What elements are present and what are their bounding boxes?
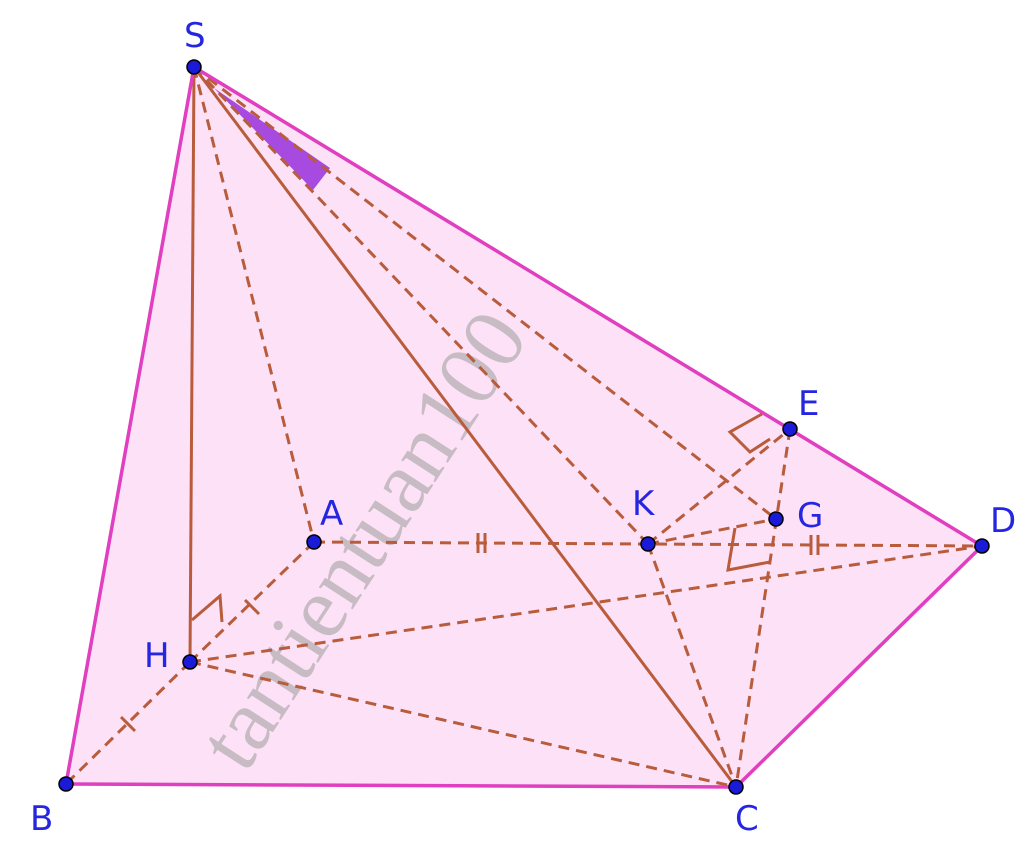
segment-hd bbox=[189, 544, 983, 664]
label-a: A bbox=[320, 494, 343, 534]
segment-sh bbox=[188, 66, 196, 663]
edge-cd bbox=[734, 544, 984, 789]
point-g bbox=[768, 511, 784, 527]
right-angle-e bbox=[727, 412, 771, 454]
hidden-edges bbox=[64, 65, 983, 789]
segment-sa bbox=[192, 66, 316, 543]
point-c bbox=[728, 779, 744, 795]
visible-outline-edges bbox=[64, 65, 984, 789]
point-k bbox=[640, 536, 656, 552]
segment-hb bbox=[64, 660, 192, 786]
point-b bbox=[58, 776, 74, 792]
point-a bbox=[306, 534, 322, 550]
equal-length-ticks bbox=[119, 533, 820, 733]
segment-ec bbox=[734, 428, 792, 788]
point-d bbox=[974, 538, 990, 554]
segment-ke bbox=[647, 427, 791, 546]
segment-kg bbox=[647, 517, 777, 546]
point-h bbox=[182, 654, 198, 670]
label-e: E bbox=[798, 384, 819, 424]
label-h: H bbox=[144, 636, 170, 676]
label-d: D bbox=[990, 501, 1016, 541]
segment-sc bbox=[192, 66, 738, 788]
right-angle-markers bbox=[191, 412, 771, 623]
segment-ah bbox=[188, 540, 316, 664]
edge-sd bbox=[193, 65, 983, 548]
right-angle-h bbox=[191, 592, 224, 623]
segment-hc bbox=[189, 660, 737, 789]
edge-sb bbox=[64, 66, 196, 785]
point-labels: S A B C D E G H K bbox=[30, 16, 1016, 839]
label-k: K bbox=[632, 484, 656, 524]
segment-sg bbox=[193, 65, 777, 521]
label-c: C bbox=[735, 799, 759, 839]
segment-sk bbox=[192, 65, 650, 546]
right-angle-g bbox=[726, 527, 771, 572]
visible-inner-edges bbox=[188, 66, 738, 788]
pyramid-face-fill bbox=[66, 67, 982, 787]
angle-marker-at-s bbox=[214, 88, 330, 190]
points bbox=[58, 59, 990, 795]
label-s: S bbox=[184, 16, 206, 56]
point-e bbox=[782, 421, 798, 437]
edge-bc bbox=[65, 782, 737, 789]
label-b: B bbox=[30, 799, 53, 839]
segment-kc bbox=[646, 543, 738, 788]
point-s bbox=[186, 59, 202, 75]
label-g: G bbox=[797, 496, 823, 536]
tick-ah bbox=[243, 598, 261, 616]
tick-hb bbox=[119, 715, 137, 733]
